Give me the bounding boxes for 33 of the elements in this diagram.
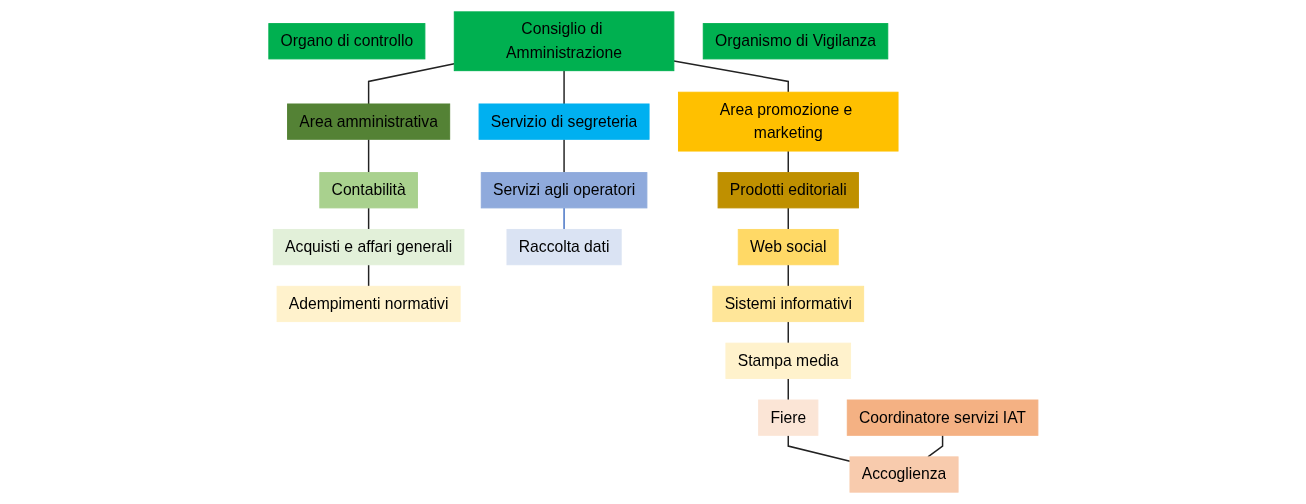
node-box: Area amministrativa: [286, 103, 450, 140]
node-box: Area promozione e marketing: [677, 91, 899, 152]
connector: [787, 264, 789, 288]
connector: [367, 207, 369, 231]
node-box: Coordinatore servizi IAT: [846, 399, 1038, 436]
connector: [562, 138, 565, 174]
connector: [787, 150, 789, 174]
connector: [787, 377, 789, 401]
connector: [562, 69, 565, 105]
connector: [562, 207, 565, 231]
node-box: Servizio di segreteria: [478, 103, 650, 140]
connector: [787, 320, 789, 344]
node-box: Consiglio di Amministrazione: [453, 11, 674, 72]
connector: [367, 264, 369, 288]
node-box: Raccolta dati: [506, 228, 622, 266]
node-box: Adempimenti normativi: [276, 285, 461, 323]
node-box: Servizi agli operatori: [480, 172, 647, 209]
node-box: Web social: [737, 228, 839, 266]
node-box: Acquisti e affari generali: [272, 228, 465, 266]
node-box: Sistemi informativi: [712, 285, 864, 323]
node-box: Prodotti editoriali: [717, 172, 859, 209]
node-box: Contabilità: [318, 172, 418, 209]
connector: [787, 434, 851, 462]
connector: [787, 207, 789, 231]
node-box: Accoglienza: [849, 456, 959, 493]
node-box: Organo di controllo: [268, 23, 425, 60]
node-box: Fiere: [757, 399, 818, 436]
connector: [367, 138, 369, 174]
connector: [672, 60, 789, 93]
connector: [926, 434, 943, 458]
node-box: Stampa media: [725, 342, 851, 379]
node-box: Organismo di Vigilanza: [702, 23, 888, 60]
connector: [367, 63, 455, 105]
